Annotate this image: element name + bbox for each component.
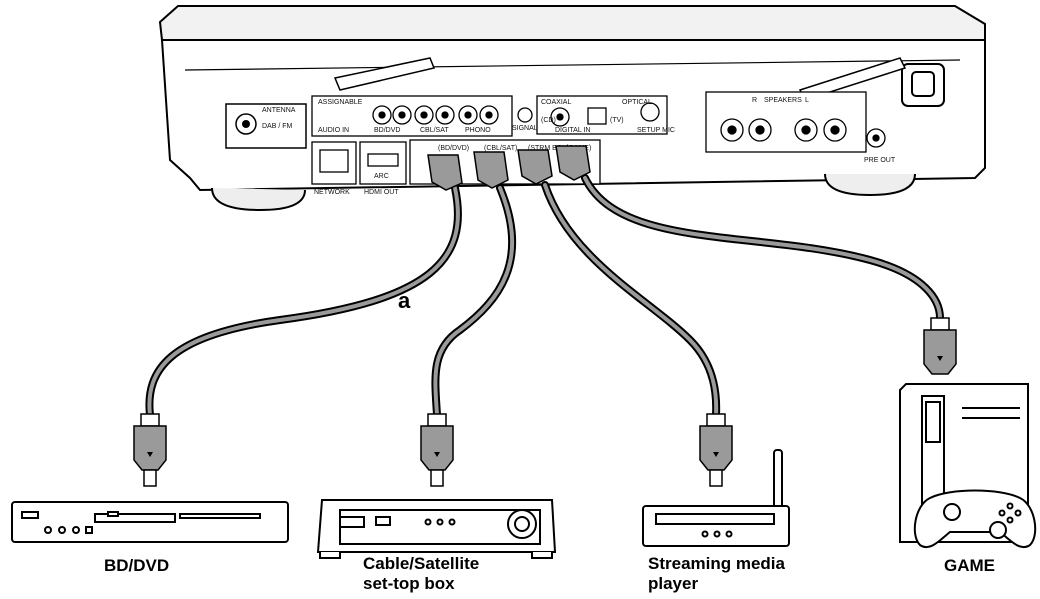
- plug-streaming: [699, 413, 733, 487]
- set-top-box-icon: [316, 499, 557, 559]
- plug-1: [427, 154, 463, 191]
- coaxial-label: COAXIAL: [541, 99, 571, 106]
- speaker-l-label: L: [805, 97, 809, 104]
- wireless-antenna-left: [333, 57, 436, 91]
- streaming-player-icon: [642, 449, 790, 547]
- cable-bd-dvd: [145, 184, 462, 419]
- pre-out-label: PRE OUT: [864, 157, 896, 164]
- plug-4: [555, 145, 591, 181]
- hdmi-out-port: [359, 141, 407, 185]
- speaker-terminals: [705, 91, 886, 153]
- cable-satellite-caption: Cable/Satellite set-top box: [363, 554, 480, 593]
- cd-label: (CD): [541, 117, 556, 124]
- callout-a: a: [398, 288, 411, 313]
- hdmi-plugs-receiver: [427, 145, 591, 191]
- game-caption: GAME: [944, 556, 995, 575]
- dab-fm-label: DAB / FM: [262, 123, 293, 130]
- digital-in-panel: [536, 95, 668, 135]
- speaker-r-label: R: [752, 97, 757, 104]
- plug-bd-dvd: [133, 413, 167, 487]
- hdmi-in-2-label: (CBL/SAT): [484, 145, 517, 152]
- network-label: NETWORK: [314, 189, 350, 196]
- hdmi-out-label: HDMI OUT: [364, 189, 399, 196]
- streaming-caption: Streaming media player: [648, 554, 785, 593]
- speakers-label: SPEAKERS: [764, 97, 802, 104]
- cable-cable-satellite: [431, 184, 517, 419]
- hdmi-in-3-label: (STRM BOX): [528, 145, 569, 152]
- optical-label: OPTICAL: [622, 99, 652, 106]
- tv-label: (TV): [610, 117, 624, 124]
- bd-dvd-player-icon: [11, 501, 289, 543]
- cbl-sat-audio-label: CBL/SAT: [420, 127, 449, 134]
- plug-3: [517, 149, 553, 185]
- audio-in-label: AUDIO IN: [318, 127, 349, 134]
- setup-mic-label: SETUP MIC: [637, 127, 675, 134]
- arc-label: ARC: [374, 173, 389, 180]
- digital-in-label: DIGITAL IN: [555, 127, 590, 134]
- hdmi-in-1-label: (BD/DVD): [438, 145, 469, 152]
- phono-label: PHONO: [465, 127, 491, 134]
- bd-dvd-audio-label: BD/DVD: [374, 127, 400, 134]
- plug-2: [473, 151, 509, 189]
- plug-cable-satellite: [420, 413, 454, 487]
- hdmi-plugs-devices: [133, 317, 957, 487]
- network-port: [311, 141, 357, 185]
- antenna-jack: ANTENNA DAB / FM: [225, 103, 307, 149]
- hdmi-cables: [145, 174, 944, 419]
- antenna-label: ANTENNA: [262, 107, 296, 114]
- game-controller-icon: [913, 489, 1037, 549]
- assignable-label: ASSIGNABLE: [318, 99, 363, 106]
- signal-gnd-label: SIGNAL GND: [512, 125, 555, 132]
- audio-in-panel: [311, 95, 533, 137]
- plug-game: [923, 317, 957, 375]
- bd-dvd-caption: BD/DVD: [104, 556, 170, 575]
